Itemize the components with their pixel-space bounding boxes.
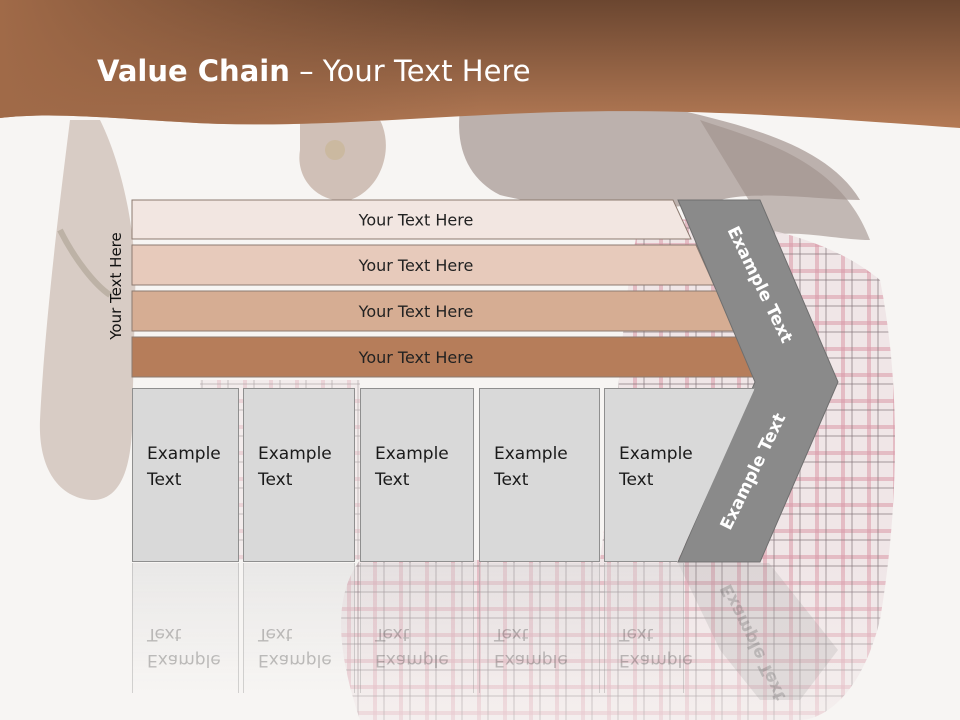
header-banner: [0, 0, 960, 128]
activity-box-line2: Text: [619, 470, 654, 490]
activity-box-reflection: Example Text: [132, 563, 239, 693]
value-row-label: Your Text Here: [358, 211, 474, 230]
activity-box-reflection-text: Example Text: [258, 621, 332, 673]
chevron-shape: [677, 199, 839, 563]
activity-box-line2: Text: [258, 470, 293, 490]
activity-box-reflection-text: Example Text: [619, 621, 693, 673]
value-row-label: Your Text Here: [358, 256, 474, 275]
activity-box-line1: Example: [494, 444, 568, 464]
value-row-1: [131, 199, 692, 240]
reflection-line2: Text: [258, 624, 293, 644]
activity-box-reflection: Example Text: [604, 563, 693, 693]
reflection-line2: Text: [147, 624, 182, 644]
reflection-line1: Example: [494, 650, 568, 670]
activity-box-reflection: Example Text: [479, 563, 600, 693]
activity-box-reflection-text: Example Text: [375, 621, 449, 673]
activity-box-line2: Text: [375, 470, 410, 490]
activity-box-line1: Example: [375, 444, 449, 464]
slide-title: Value Chain – Your Text Here: [97, 54, 531, 88]
value-row-label: Your Text Here: [358, 348, 474, 367]
reflection-line2: Text: [619, 624, 654, 644]
reflection-line1: Example: [619, 650, 693, 670]
activity-box-line1: Example: [619, 444, 693, 464]
reflection-line2: Text: [375, 624, 410, 644]
title-bold: Value Chain: [97, 54, 290, 88]
activity-box-reflection: Example Text: [360, 563, 474, 693]
activity-box-line2: Text: [494, 470, 529, 490]
value-row-label: Your Text Here: [358, 302, 474, 321]
side-label: Your Text Here: [107, 232, 125, 340]
activity-box-line1: Example: [147, 444, 221, 464]
reflection-line1: Example: [147, 650, 221, 670]
activity-box-line2: Text: [147, 470, 182, 490]
reflection-line1: Example: [375, 650, 449, 670]
reflection-line1: Example: [258, 650, 332, 670]
activity-box-reflection-text: Example Text: [147, 621, 221, 673]
activity-box-line1: Example: [258, 444, 332, 464]
activity-box-reflection: Example Text: [243, 563, 355, 693]
reflection-line2: Text: [494, 624, 529, 644]
title-rest: – Your Text Here: [289, 54, 531, 88]
activity-box-reflection-text: Example Text: [494, 621, 568, 673]
